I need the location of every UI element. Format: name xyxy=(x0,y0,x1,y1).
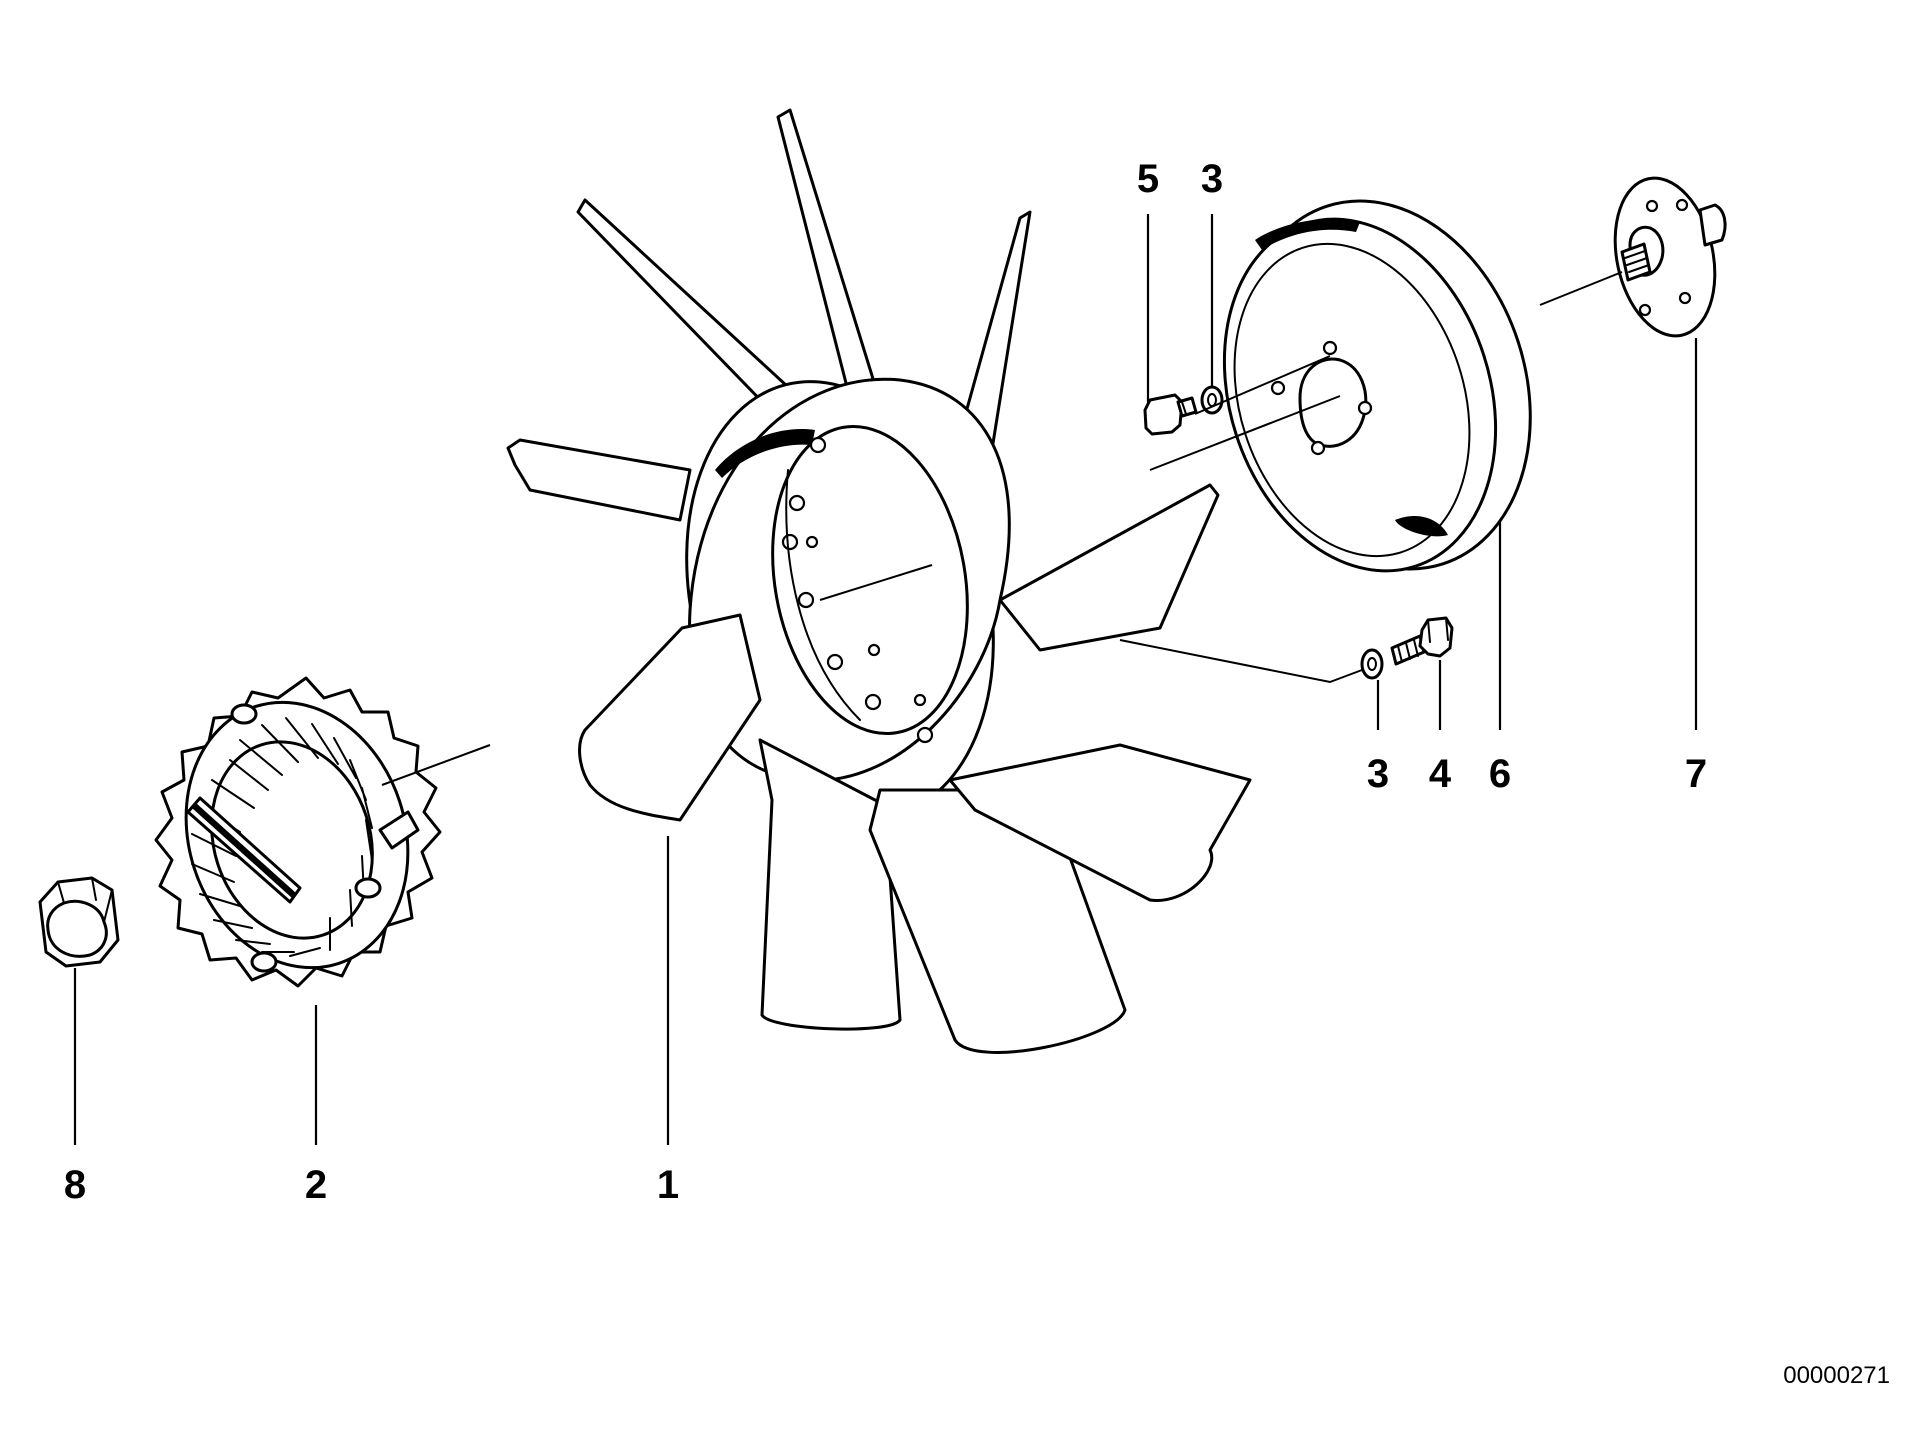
assembly-lines xyxy=(381,271,1623,786)
document-number: 00000271 xyxy=(1783,1362,1890,1389)
callout-8: 8 xyxy=(64,1163,86,1207)
callout-2: 2 xyxy=(305,1163,327,1207)
viscous-clutch-icon xyxy=(154,676,442,988)
callout-4: 4 xyxy=(1429,752,1452,796)
leader-lines xyxy=(73,214,1698,1145)
hub-icon xyxy=(1613,176,1727,338)
callout-7: 7 xyxy=(1685,752,1707,796)
callout-labels: 1 2 3 3 4 5 6 7 8 xyxy=(64,157,1707,1207)
callout-3-lower: 3 xyxy=(1367,752,1389,796)
washer-icon xyxy=(1360,648,1384,680)
callout-5: 5 xyxy=(1137,157,1159,201)
fan-blade-icon xyxy=(506,108,1252,1054)
callout-1: 1 xyxy=(657,1163,679,1207)
nut-icon xyxy=(38,876,120,968)
bolt-icon xyxy=(1390,616,1454,666)
pulley-icon xyxy=(1222,199,1532,573)
callout-3-upper: 3 xyxy=(1201,157,1223,201)
callout-6: 6 xyxy=(1489,752,1511,796)
bolt-icon xyxy=(1143,393,1198,436)
